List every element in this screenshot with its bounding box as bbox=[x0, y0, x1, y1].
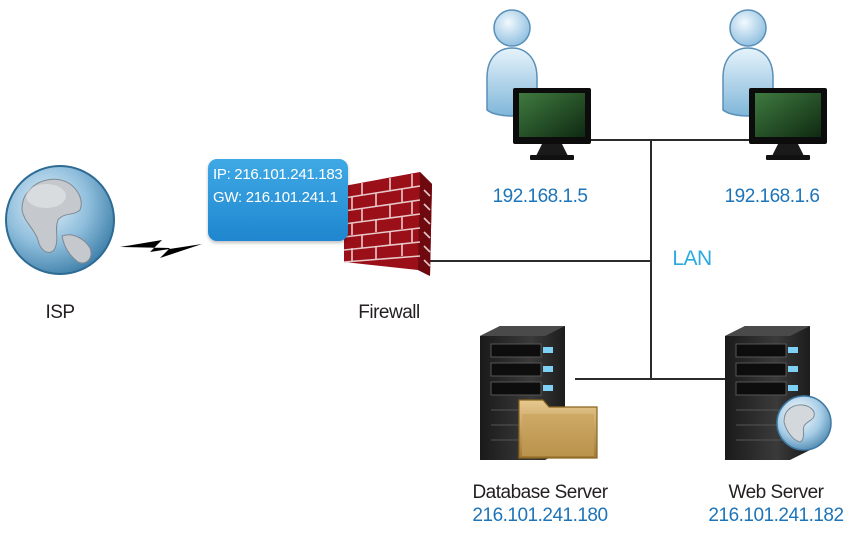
workstation-1-ip: 192.168.1.5 bbox=[492, 186, 588, 207]
lan-label: LAN bbox=[672, 247, 712, 270]
lightning-bolt-icon bbox=[120, 240, 202, 258]
isp-label: ISP bbox=[45, 302, 75, 323]
database-server-icon bbox=[480, 326, 598, 460]
network-links bbox=[430, 139, 749, 380]
user-workstation-icon bbox=[722, 9, 827, 160]
firewall-gateway-text: GW: 216.101.241.1 bbox=[213, 189, 338, 206]
folder-icon bbox=[518, 399, 598, 459]
firewall-label: Firewall bbox=[358, 302, 420, 323]
firewall-ip-text: IP: 216.101.241.183 bbox=[213, 166, 343, 183]
web-server-ip: 216.101.241.182 bbox=[708, 505, 844, 526]
firewall-address-callout: IP: 216.101.241.183 GW: 216.101.241.1 bbox=[208, 159, 348, 241]
brick-wall-icon bbox=[343, 172, 432, 276]
small-globe-icon bbox=[776, 395, 832, 451]
web-server-name: Web Server bbox=[728, 482, 824, 503]
workstation-2-ip: 192.168.1.6 bbox=[724, 186, 820, 207]
web-server-icon bbox=[725, 326, 832, 460]
database-server-name: Database Server bbox=[472, 482, 608, 503]
user-workstation-icon bbox=[486, 9, 591, 160]
database-server-ip: 216.101.241.180 bbox=[472, 505, 608, 526]
globe-icon bbox=[5, 165, 115, 275]
